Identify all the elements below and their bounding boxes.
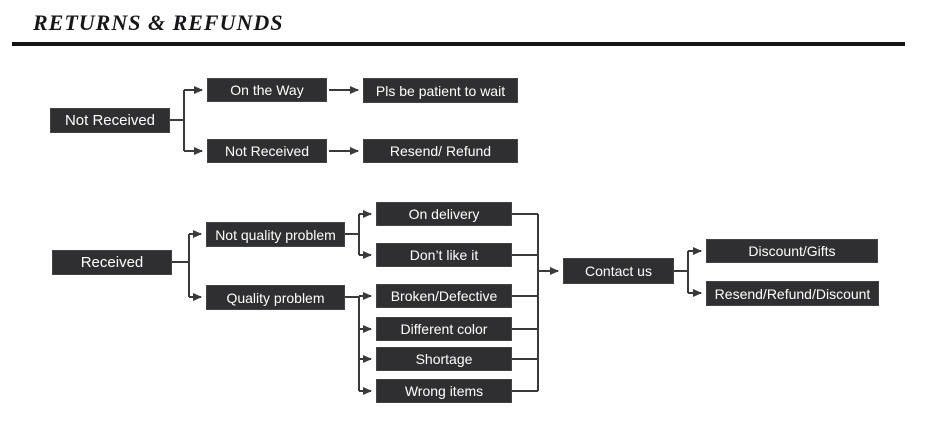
page-title: RETURNS & REFUNDS: [33, 10, 284, 35]
node-on-delivery: On delivery: [376, 202, 512, 226]
node-discount-gifts: Discount/Gifts: [706, 239, 878, 263]
node-on-the-way: On the Way: [207, 78, 327, 102]
node-resend-refund: Resend/ Refund: [363, 139, 518, 163]
node-broken-defective: Broken/Defective: [376, 284, 512, 308]
node-contact-us: Contact us: [563, 258, 674, 284]
node-received: Received: [52, 250, 172, 275]
node-quality-problem: Quality problem: [206, 285, 345, 310]
node-wrong-items: Wrong items: [376, 379, 512, 403]
node-not-quality-problem: Not quality problem: [206, 222, 345, 247]
title-underline: [12, 42, 905, 46]
node-not-received: Not Received: [50, 108, 170, 133]
node-not-received-child: Not Received: [207, 139, 327, 163]
node-dont-like-it: Don’t like it: [376, 243, 512, 267]
node-different-color: Different color: [376, 317, 512, 341]
node-resend-refund-discount: Resend/Refund/Discount: [706, 281, 879, 306]
node-shortage: Shortage: [376, 347, 512, 371]
node-pls-be-patient-to-wait: Pls be patient to wait: [363, 78, 518, 103]
